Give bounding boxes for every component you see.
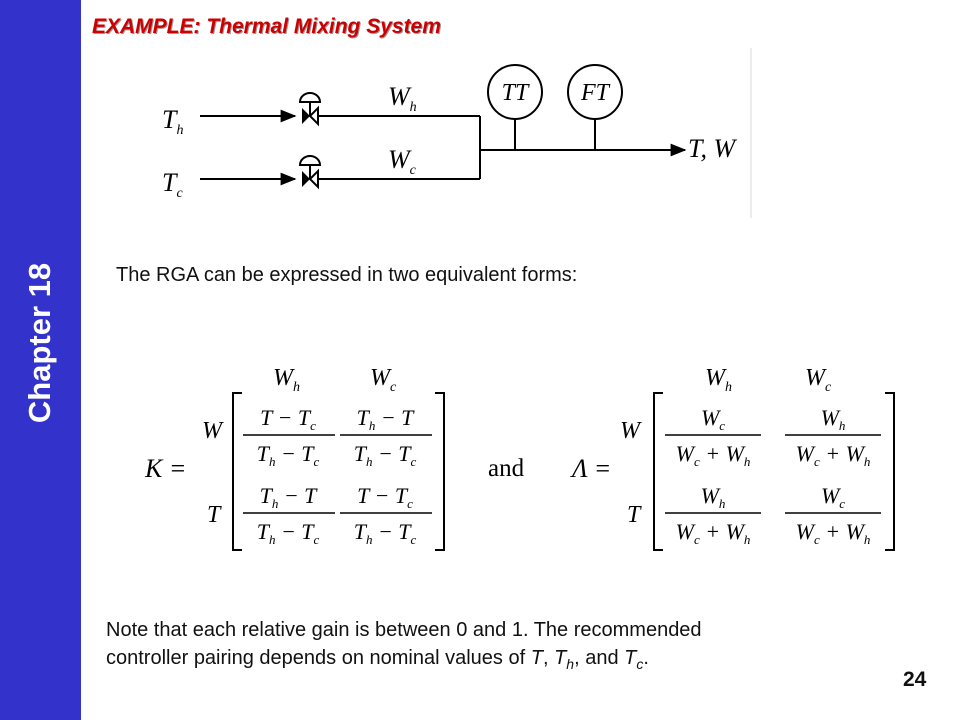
svg-text:Th − T: Th − T [357,405,416,433]
matrix-k-lhs: K = [145,454,186,483]
right-bracket [885,392,895,551]
row-header-t: T [207,502,222,528]
svg-text:Th − Tc: Th − Tc [257,519,320,547]
mixing-process-diagram: Th Tc Wh Wc TT FT T, W [162,64,738,201]
matrix-cell: Wh Wc + Wh [665,483,761,547]
svg-text:Wc + Wh: Wc + Wh [796,441,871,469]
col-header-wc: Wc [370,365,397,395]
transmitter-flow-label: FT [580,80,611,106]
var-th-sub: h [566,656,575,672]
svg-text:Wc + Wh: Wc + Wh [676,441,751,469]
flow-hot-label: Wh [388,82,417,115]
note-text: Note that each relative gain is between … [106,616,936,678]
svg-text:T − Tc: T − Tc [357,483,413,511]
svg-text:Wc + Wh: Wc + Wh [796,519,871,547]
left-bracket [232,392,242,551]
matrix-cell: Th − T Th − Tc [243,483,335,547]
note-sep: , and [574,647,625,669]
var-t: T [530,647,543,669]
svg-text:Wh: Wh [821,405,846,433]
intro-text: The RGA can be expressed in two equivale… [116,264,578,286]
svg-text:T − Tc: T − Tc [260,405,316,433]
var-th: T [554,647,567,669]
cold-valve-icon [298,155,322,190]
svg-text:Wc: Wc [821,483,845,511]
connector-text: and [488,455,525,482]
svg-text:Th − Tc: Th − Tc [354,519,417,547]
inlet-hot-label: Th [162,105,183,138]
row-header-w: W [202,418,224,444]
left-bracket [653,392,663,551]
matrix-lambda-lhs: Λ = [569,454,611,483]
slide-title: EXAMPLE: Thermal Mixing System [92,15,441,38]
right-bracket [435,392,445,551]
var-tc: T [624,647,637,669]
row-header-w: W [620,418,642,444]
note-line-2: controller pairing depends on nominal va… [106,644,936,678]
svg-text:Th − Tc: Th − Tc [257,441,320,469]
rga-matrix-lambda: Λ = W T Wh Wc Wc Wc + Wh Wh Wc + Wh Wh W… [569,365,895,551]
svg-text:Wc + Wh: Wc + Wh [676,519,751,547]
matrix-cell: T − Tc Th − Tc [340,483,432,547]
diagram-border [750,48,752,218]
matrix-cell: Wh Wc + Wh [785,405,881,469]
svg-text:Th − T: Th − T [260,483,319,511]
hot-valve-icon [298,92,322,127]
note-prefix: controller pairing depends on nominal va… [106,647,531,669]
flow-cold-label: Wc [388,145,417,178]
var-tc-sub: c [636,656,644,672]
svg-text:Wc: Wc [701,405,725,433]
matrix-cell: T − Tc Th − Tc [243,405,335,469]
matrix-cell: Th − T Th − Tc [340,405,432,469]
matrix-cell: Wc Wc + Wh [665,405,761,469]
row-header-t: T [627,502,642,528]
chapter-sidebar: Chapter 18 [0,0,81,720]
col-header-wh: Wh [273,365,300,395]
col-header-wh: Wh [705,365,732,395]
note-sep: , [542,647,555,669]
inlet-cold-label: Tc [162,168,183,201]
gain-matrix-k: K = W T Wh Wc T − Tc Th − Tc Th − T Th −… [145,365,445,551]
svg-text:Th − Tc: Th − Tc [354,441,417,469]
svg-text:Wh: Wh [701,483,726,511]
matrix-cell: Wc Wc + Wh [785,483,881,547]
outlet-label: T, W [688,134,738,163]
chapter-label: Chapter 18 [22,262,57,424]
transmitter-temp-label: TT [502,80,530,106]
page-number: 24 [903,668,927,691]
col-header-wc: Wc [805,365,832,395]
note-line-1: Note that each relative gain is between … [106,619,702,641]
note-end: . [643,647,649,669]
